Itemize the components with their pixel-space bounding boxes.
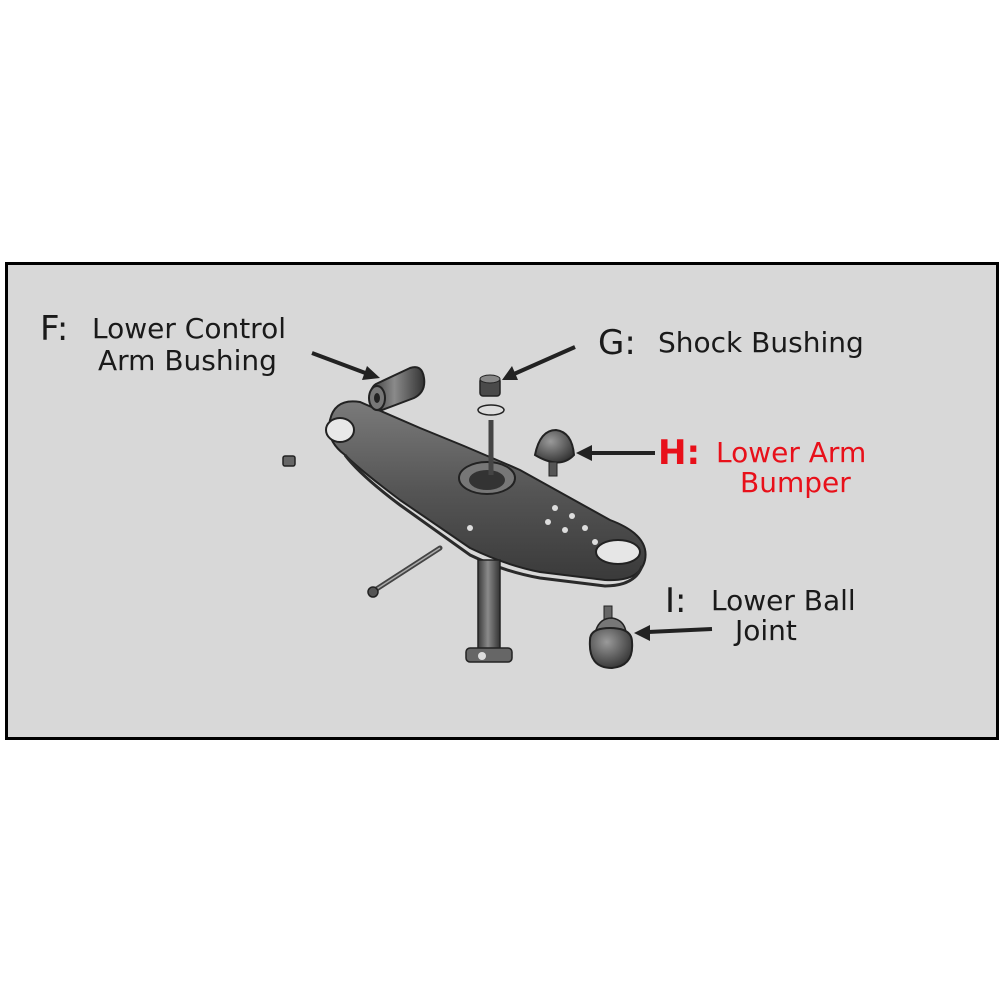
shock-absorber: [465, 420, 513, 663]
callout-h: H: Lower Arm Bumper: [658, 436, 908, 506]
callout-h-letter: H:: [658, 433, 701, 473]
callout-f-line2: Arm Bushing: [98, 344, 277, 377]
callout-i: I: Lower Ball Joint: [665, 584, 895, 654]
callout-i-line1: Lower Ball: [711, 584, 856, 617]
shock-bushing: [477, 374, 505, 416]
callout-f-line1: Lower Control: [92, 312, 286, 345]
callout-f-letter: F:: [40, 309, 69, 349]
lower-ball-joint: [588, 605, 634, 670]
lower-control-arm: [325, 400, 647, 588]
pivot-nut: [282, 455, 296, 467]
lower-arm-bumper: [533, 428, 576, 477]
callout-i-line2: Joint: [735, 614, 797, 647]
arrow-g: [502, 345, 576, 380]
callout-i-letter: I:: [665, 581, 687, 621]
callout-h-line2: Bumper: [740, 466, 851, 499]
callout-g-letter: G:: [598, 323, 636, 363]
callout-g-line1: Shock Bushing: [658, 326, 864, 359]
callout-f: F: Lower Control Arm Bushing: [40, 312, 320, 382]
callout-h-line1: Lower Arm: [716, 436, 867, 469]
callout-g: G: Shock Bushing: [598, 326, 898, 366]
pivot-bolt: [367, 545, 443, 598]
arrow-f: [311, 351, 380, 380]
lower-control-arm-bushing: [368, 366, 426, 412]
arrow-i: [634, 625, 713, 641]
arrow-h: [576, 445, 655, 461]
